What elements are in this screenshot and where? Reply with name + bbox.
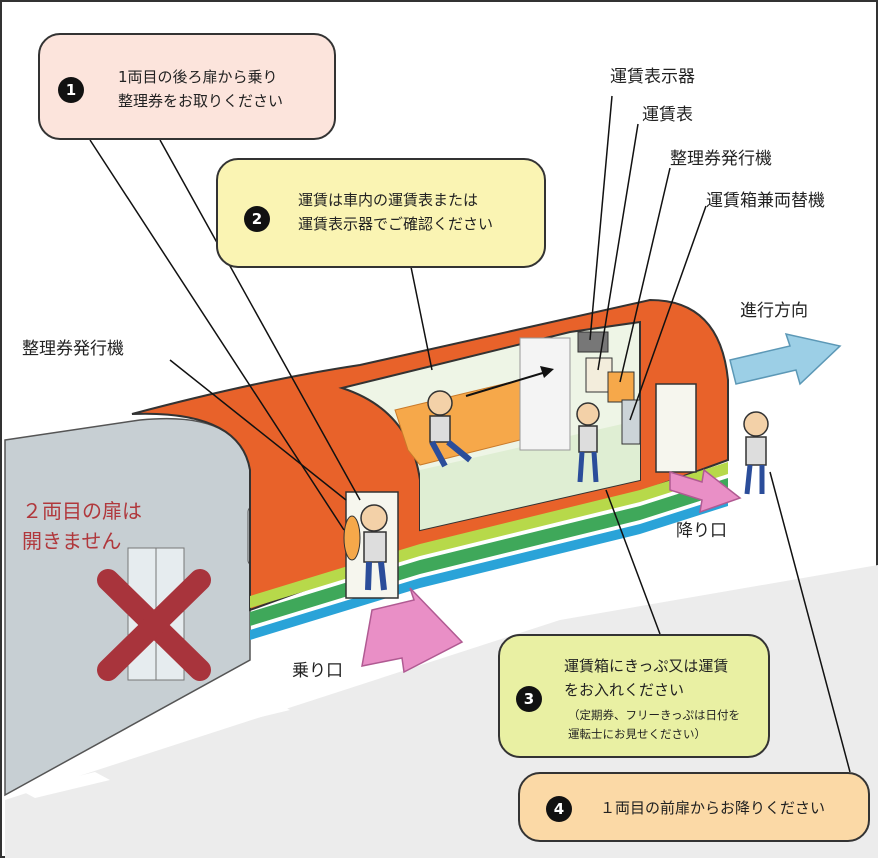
- second-car-notice: ２両目の扉は 開きません: [22, 496, 142, 556]
- step1-line1: 1両目の後ろ扉から乗り: [118, 68, 278, 86]
- fare-display-device: [577, 331, 609, 353]
- step3-note: （定期券、フリーきっぷは日付を 運転士にお見せください）: [568, 706, 740, 744]
- label-fare-box-changer: 運賃箱兼両替機: [706, 191, 825, 211]
- label-entrance: 乗り口: [292, 661, 343, 681]
- second-car-line1: ２両目の扉は: [22, 499, 142, 523]
- passenger-exiting: [743, 411, 769, 495]
- step1-line2: 整理券をお取りください: [118, 92, 284, 110]
- step1-bubble: 1 1両目の後ろ扉から乗り 整理券をお取りください: [38, 33, 336, 140]
- fare-box-device: [621, 399, 641, 445]
- step4-number: 4: [546, 796, 572, 822]
- passenger-at-farebox: [576, 402, 600, 483]
- label-direction: 進行方向: [740, 301, 808, 321]
- label-ticket-machine-right: 整理券発行機: [670, 149, 772, 169]
- step4-text: １両目の前扉からお降りください: [600, 799, 826, 817]
- passenger-boarding: [360, 504, 388, 591]
- label-ticket-machine-left: 整理券発行機: [22, 339, 124, 359]
- step2-line1: 運賃は車内の運賃表または: [298, 191, 479, 209]
- direction-arrow: [729, 332, 842, 386]
- label-fare-table: 運賃表: [642, 105, 693, 125]
- rear-ticket-machine: [343, 515, 361, 561]
- step1-text: 1両目の後ろ扉から乗り 整理券をお取りください: [118, 65, 283, 113]
- label-exit: 降り口: [676, 521, 727, 541]
- step3-number: 3: [516, 686, 542, 712]
- no-entry-cross: [97, 569, 211, 681]
- inner-door: [519, 337, 571, 451]
- stripe-blue: [250, 496, 728, 640]
- front-door-opening: [655, 383, 697, 473]
- step2-number: 2: [244, 206, 270, 232]
- second-car-line2: 開きません: [22, 529, 122, 553]
- leader-lines: [89, 95, 851, 773]
- step3-note2: 運転士にお見せください）: [568, 727, 706, 741]
- seat-bench: [394, 379, 521, 466]
- interior-walk-arrow: [465, 366, 554, 397]
- step3-bubble: 3 運賃箱にきっぷ又は運賃 をお入れください （定期券、フリーきっぷは日付を 運…: [498, 634, 770, 758]
- step4-bubble: 4 １両目の前扉からお降りください: [518, 772, 870, 842]
- exit-arrow: [669, 468, 742, 514]
- entrance-arrow: [361, 587, 464, 674]
- step1-number: 1: [58, 77, 84, 103]
- passenger-seated: [427, 390, 472, 468]
- step2-line2: 運賃表示器でご確認ください: [298, 215, 494, 233]
- step3-text: 運賃箱にきっぷ又は運賃 をお入れください: [564, 654, 728, 702]
- label-fare-display: 運賃表示器: [610, 67, 695, 87]
- step2-text: 運賃は車内の運賃表または 運賃表示器でご確認ください: [298, 188, 493, 236]
- step2-bubble: 2 運賃は車内の運賃表または 運賃表示器でご確認ください: [216, 158, 546, 268]
- step3-note1: （定期券、フリーきっぷは日付を: [568, 708, 741, 722]
- step3-line2: をお入れください: [564, 681, 685, 699]
- step3-line1: 運賃箱にきっぷ又は運賃: [564, 657, 729, 675]
